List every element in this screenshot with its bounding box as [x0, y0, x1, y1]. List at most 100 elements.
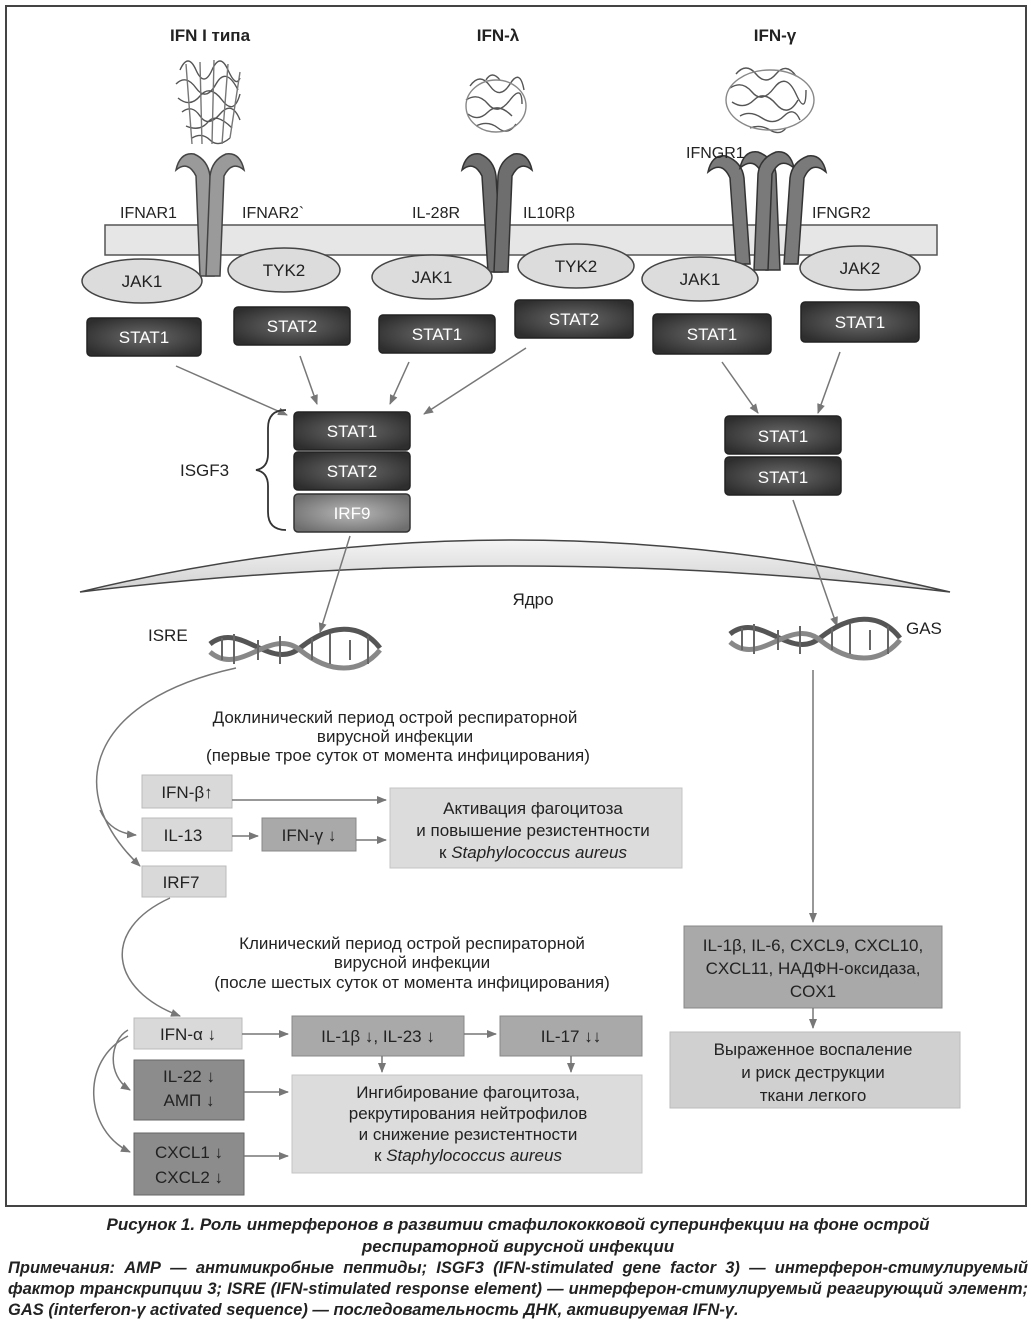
- svg-text:STAT1: STAT1: [327, 422, 377, 441]
- svg-text:IL-1β, IL-6, CXCL9, CXCL10,: IL-1β, IL-6, CXCL9, CXCL10,: [703, 936, 924, 955]
- svg-text:Выраженное воспаление: Выраженное воспаление: [714, 1040, 913, 1059]
- il28r-label: IL-28R: [412, 205, 460, 222]
- ligand-ifnl-label: IFN-λ: [477, 26, 520, 45]
- svg-text:IRF7: IRF7: [163, 873, 200, 892]
- preclinical-title-line2: вирусной инфекции: [317, 727, 473, 746]
- box-il22-amp: IL-22 ↓ АМП ↓: [133, 1059, 245, 1121]
- nucleus-envelope: [79, 539, 951, 593]
- svg-text:АМП ↓: АМП ↓: [164, 1091, 215, 1110]
- stat1-box-1: STAT1: [86, 317, 202, 357]
- svg-text:CXCL11, НАДФН-оксидаза,: CXCL11, НАДФН-оксидаза,: [706, 959, 921, 978]
- box-gamma-genes: IL-1β, IL-6, CXCL9, CXCL10, CXCL11, НАДФ…: [683, 925, 943, 1009]
- figure-frame: [5, 5, 1027, 1207]
- box-preclinical-result: Активация фагоцитоза и повышение резисте…: [389, 787, 683, 869]
- clinical-title-line3: (после шестых суток от момента инфициров…: [214, 973, 610, 992]
- receptor-il28r: [460, 153, 503, 273]
- box-clinical-result: Ингибирование фагоцитоза, рекрутирования…: [291, 1074, 643, 1174]
- kinase-jak1-c: JAK1: [641, 256, 759, 302]
- box-cxcl: CXCL1 ↓ CXCL2 ↓: [133, 1132, 245, 1196]
- box-irf7: IRF7: [141, 865, 227, 898]
- ifnar2-label: IFNAR2`: [242, 205, 304, 222]
- kinase-tyk2-a: TYK2: [227, 247, 341, 293]
- figure-caption-line2: респираторной вирусной инфекции: [361, 1237, 675, 1256]
- ifngr2-label: IFNGR2: [812, 205, 871, 222]
- preclinical-title-line3: (первые трое суток от момента инфицирова…: [206, 746, 590, 765]
- figure-notes: Примечания: АМР — антимикробные пептиды;…: [8, 1259, 1028, 1319]
- arrows-to-dna: [318, 499, 838, 633]
- stat1-box-2: STAT1: [378, 314, 496, 354]
- svg-text:к Staphylococcus aureus: к Staphylococcus aureus: [439, 843, 627, 862]
- arrows-to-gaf: [721, 351, 841, 414]
- dna-gas-helix: [728, 616, 902, 661]
- stat1-box-3: STAT1: [652, 313, 772, 355]
- arrows-clinical: [93, 1029, 575, 1160]
- svg-text:ткани легкого: ткани легкого: [760, 1086, 867, 1105]
- box-il13: IL-13: [141, 817, 233, 852]
- ligand-ifng-label: IFN-γ: [754, 26, 797, 45]
- svg-text:JAK2: JAK2: [840, 259, 881, 278]
- isre-to-genes-curve: [95, 667, 237, 867]
- svg-text:IL-13: IL-13: [164, 826, 203, 845]
- stat2-box-1: STAT2: [233, 306, 351, 346]
- stat2-box-2: STAT2: [514, 299, 634, 339]
- svg-text:JAK1: JAK1: [412, 268, 453, 287]
- irf7-to-ifna-curve: [121, 897, 181, 1017]
- svg-text:STAT2: STAT2: [267, 317, 317, 336]
- svg-text:и риск деструкции: и риск деструкции: [741, 1063, 884, 1082]
- box-ifnb: IFN-β↑: [141, 774, 233, 809]
- isre-label: ISRE: [148, 626, 188, 645]
- isgf3-brace: [255, 409, 287, 531]
- ifng-protein-structure: [725, 67, 815, 134]
- svg-text:STAT2: STAT2: [327, 462, 377, 481]
- gas-label: GAS: [906, 619, 942, 638]
- svg-text:IL-17 ↓↓: IL-17 ↓↓: [541, 1027, 601, 1046]
- ifnl-protein-structure: [465, 74, 527, 133]
- ligand-ifn1-label: IFN I типа: [170, 26, 251, 45]
- svg-text:и снижение резистентности: и снижение резистентности: [359, 1125, 578, 1144]
- svg-text:IL-22 ↓: IL-22 ↓: [163, 1067, 215, 1086]
- isgf3-label: ISGF3: [180, 461, 229, 480]
- receptor-il10rb: [493, 153, 534, 273]
- nucleus-label: Ядро: [512, 590, 553, 609]
- il10rb-label: IL10Rβ: [523, 205, 575, 222]
- svg-text:Ингибирование фагоцитоза,: Ингибирование фагоцитоза,: [356, 1083, 580, 1102]
- svg-text:к Staphylococcus aureus: к Staphylococcus aureus: [374, 1146, 562, 1165]
- figure-caption-line1: Рисунок 1. Роль интерферонов в развитии …: [106, 1215, 930, 1234]
- svg-text:рекрутирования нейтрофилов: рекрутирования нейтрофилов: [349, 1104, 588, 1123]
- svg-text:и повышение резистентности: и повышение резистентности: [416, 821, 649, 840]
- receptor-ifnar1: [174, 153, 215, 277]
- svg-text:Активация фагоцитоза: Активация фагоцитоза: [443, 799, 623, 818]
- svg-text:STAT1: STAT1: [758, 468, 808, 487]
- svg-text:IFN-β↑: IFN-β↑: [161, 783, 212, 802]
- svg-text:IRF9: IRF9: [334, 504, 371, 523]
- preclinical-title-line1: Доклинический период острой респираторно…: [213, 708, 578, 727]
- svg-text:STAT1: STAT1: [758, 427, 808, 446]
- box-il17: IL-17 ↓↓: [499, 1015, 643, 1057]
- kinase-jak2: JAK2: [799, 245, 921, 291]
- box-gamma-outcome: Выраженное воспаление и риск деструкции …: [669, 1031, 961, 1109]
- svg-text:JAK1: JAK1: [680, 270, 721, 289]
- stat1-box-4: STAT1: [800, 301, 920, 343]
- svg-text:JAK1: JAK1: [122, 272, 163, 291]
- ifnar1-label: IFNAR1: [120, 205, 177, 222]
- ifn1-protein-structure: [175, 59, 241, 145]
- box-ifng-down: IFN-γ ↓: [261, 817, 357, 852]
- isgf3-complex: STAT1 STAT2 IRF9: [293, 411, 411, 533]
- kinase-jak1-a: JAK1: [81, 258, 203, 304]
- kinase-jak1-b: JAK1: [371, 254, 493, 300]
- clinical-title-line2: вирусной инфекции: [334, 953, 490, 972]
- svg-text:STAT1: STAT1: [687, 325, 737, 344]
- receptor-ifnar2: [205, 153, 246, 277]
- curve-to-il13: [99, 809, 137, 839]
- ifngr1-label: IFNGR1: [686, 145, 745, 162]
- svg-text:STAT1: STAT1: [835, 313, 885, 332]
- svg-text:TYK2: TYK2: [263, 261, 306, 280]
- svg-text:CXCL2 ↓: CXCL2 ↓: [155, 1168, 223, 1187]
- svg-text:IFN-α ↓: IFN-α ↓: [160, 1025, 216, 1044]
- svg-text:STAT1: STAT1: [412, 325, 462, 344]
- gaf-complex: STAT1 STAT1: [724, 415, 842, 496]
- arrows-preclinical: [232, 796, 387, 844]
- svg-text:IFN-γ ↓: IFN-γ ↓: [282, 826, 337, 845]
- svg-text:IL-1β ↓, IL-23 ↓: IL-1β ↓, IL-23 ↓: [321, 1027, 435, 1046]
- arrows-to-isgf3: [175, 347, 527, 416]
